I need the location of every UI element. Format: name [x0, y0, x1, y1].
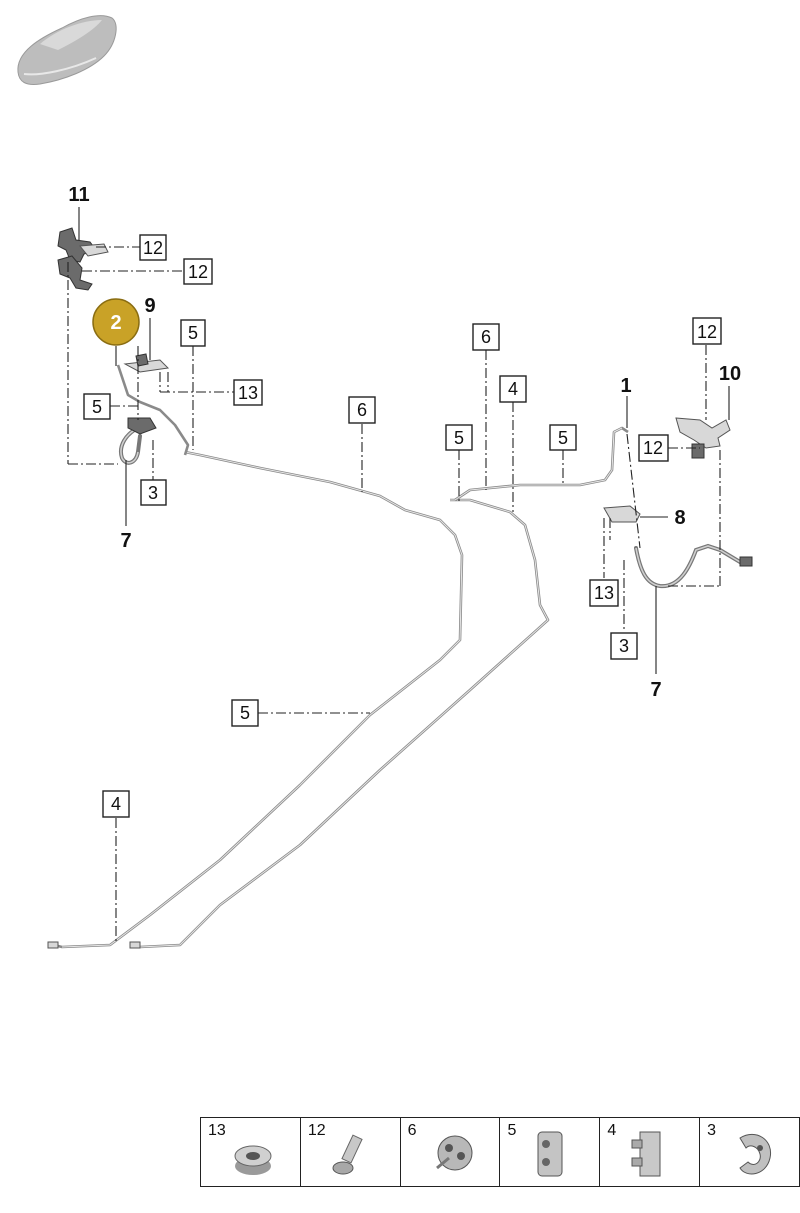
box-13-b: 13 [589, 579, 619, 607]
svg-text:4: 4 [508, 379, 518, 399]
bracket-left [57, 227, 109, 291]
box-4-a: 4 [499, 375, 527, 403]
box-4-b: 4 [102, 790, 130, 818]
legend-cell-5[interactable]: 5 [500, 1118, 601, 1186]
box-5-c: 5 [445, 424, 473, 451]
svg-text:6: 6 [357, 400, 367, 420]
bracket-8 [603, 505, 641, 523]
legend-number: 13 [208, 1122, 226, 1139]
box-3-b: 3 [610, 632, 638, 660]
grommet-icon [234, 1145, 272, 1175]
svg-text:5: 5 [454, 428, 464, 448]
svg-text:5: 5 [558, 428, 568, 448]
boxed-labels: 12 12 5 13 5 3 6 6 4 5 5 12 12 13 3 5 4 [83, 234, 722, 818]
box-12-d: 12 [638, 434, 669, 462]
callout-11: 11 [68, 184, 89, 206]
callout-8: 8 [674, 507, 685, 529]
svg-text:3: 3 [619, 636, 629, 656]
bracket-9 [123, 353, 170, 373]
legend-number: 5 [507, 1122, 517, 1139]
callout-1: 1 [620, 375, 631, 397]
svg-text:4: 4 [111, 794, 121, 814]
svg-text:5: 5 [92, 397, 102, 417]
box-5-e: 5 [231, 699, 259, 727]
legend-number: 3 [707, 1122, 717, 1139]
box-13-a: 13 [233, 379, 263, 406]
pipe-fitting-right-end [129, 941, 141, 949]
box-12-c: 12 [692, 317, 722, 345]
svg-text:3: 3 [148, 483, 158, 503]
svg-text:5: 5 [188, 323, 198, 343]
highlighted-callout[interactable]: 2 [92, 298, 140, 346]
svg-text:13: 13 [594, 583, 614, 603]
leader-lines [67, 207, 730, 942]
bracket-right [675, 417, 731, 459]
legend-cell-3[interactable]: 3 [700, 1118, 799, 1186]
callout-7-right: 7 [650, 679, 661, 701]
callout-label-2: 2 [110, 312, 121, 334]
callout-10: 10 [719, 363, 741, 385]
svg-text:5: 5 [240, 703, 250, 723]
svg-text:12: 12 [643, 438, 663, 458]
legend-cell-12[interactable]: 12 [301, 1118, 401, 1186]
legend-number: 4 [607, 1122, 617, 1139]
parts-legend: 13 12 6 5 4 [200, 1117, 800, 1187]
bolt-icon [332, 1134, 363, 1175]
svg-text:12: 12 [697, 322, 717, 342]
brake-hose-right [634, 543, 753, 589]
svg-text:12: 12 [188, 262, 208, 282]
pipe-holder-icon [631, 1131, 661, 1177]
callout-numbers: 11 9 7 1 10 8 7 [68, 184, 741, 701]
callout-9: 9 [144, 295, 155, 317]
retaining-clip-icon [739, 1133, 772, 1175]
box-12-b: 12 [183, 258, 213, 285]
box-6-a: 6 [348, 396, 376, 424]
callout-7-left: 7 [120, 530, 131, 552]
svg-text:13: 13 [238, 383, 258, 403]
box-5-d: 5 [549, 424, 577, 451]
svg-text:12: 12 [143, 238, 163, 258]
brake-pipes [47, 364, 629, 949]
clip-icon [435, 1135, 473, 1171]
box-12-a: 12 [139, 234, 167, 261]
car-thumbnail-icon [17, 15, 117, 85]
legend-number: 12 [307, 1122, 326, 1139]
brake-pipe-second [139, 498, 550, 949]
brake-hose-left [119, 417, 157, 465]
box-6-b: 6 [472, 323, 500, 351]
box-5-a: 5 [180, 319, 206, 347]
legend-cell-13[interactable]: 13 [201, 1118, 301, 1186]
box-3-a: 3 [140, 479, 167, 506]
double-clip-icon [537, 1131, 563, 1177]
pipe-fitting-left-end [47, 941, 59, 949]
legend-number: 6 [407, 1122, 417, 1139]
svg-text:6: 6 [481, 327, 491, 347]
legend-cell-4[interactable]: 4 [600, 1118, 701, 1186]
legend-cell-6[interactable]: 6 [401, 1118, 501, 1186]
brake-pipe-left-upper [116, 364, 190, 456]
box-5-b: 5 [83, 393, 111, 420]
